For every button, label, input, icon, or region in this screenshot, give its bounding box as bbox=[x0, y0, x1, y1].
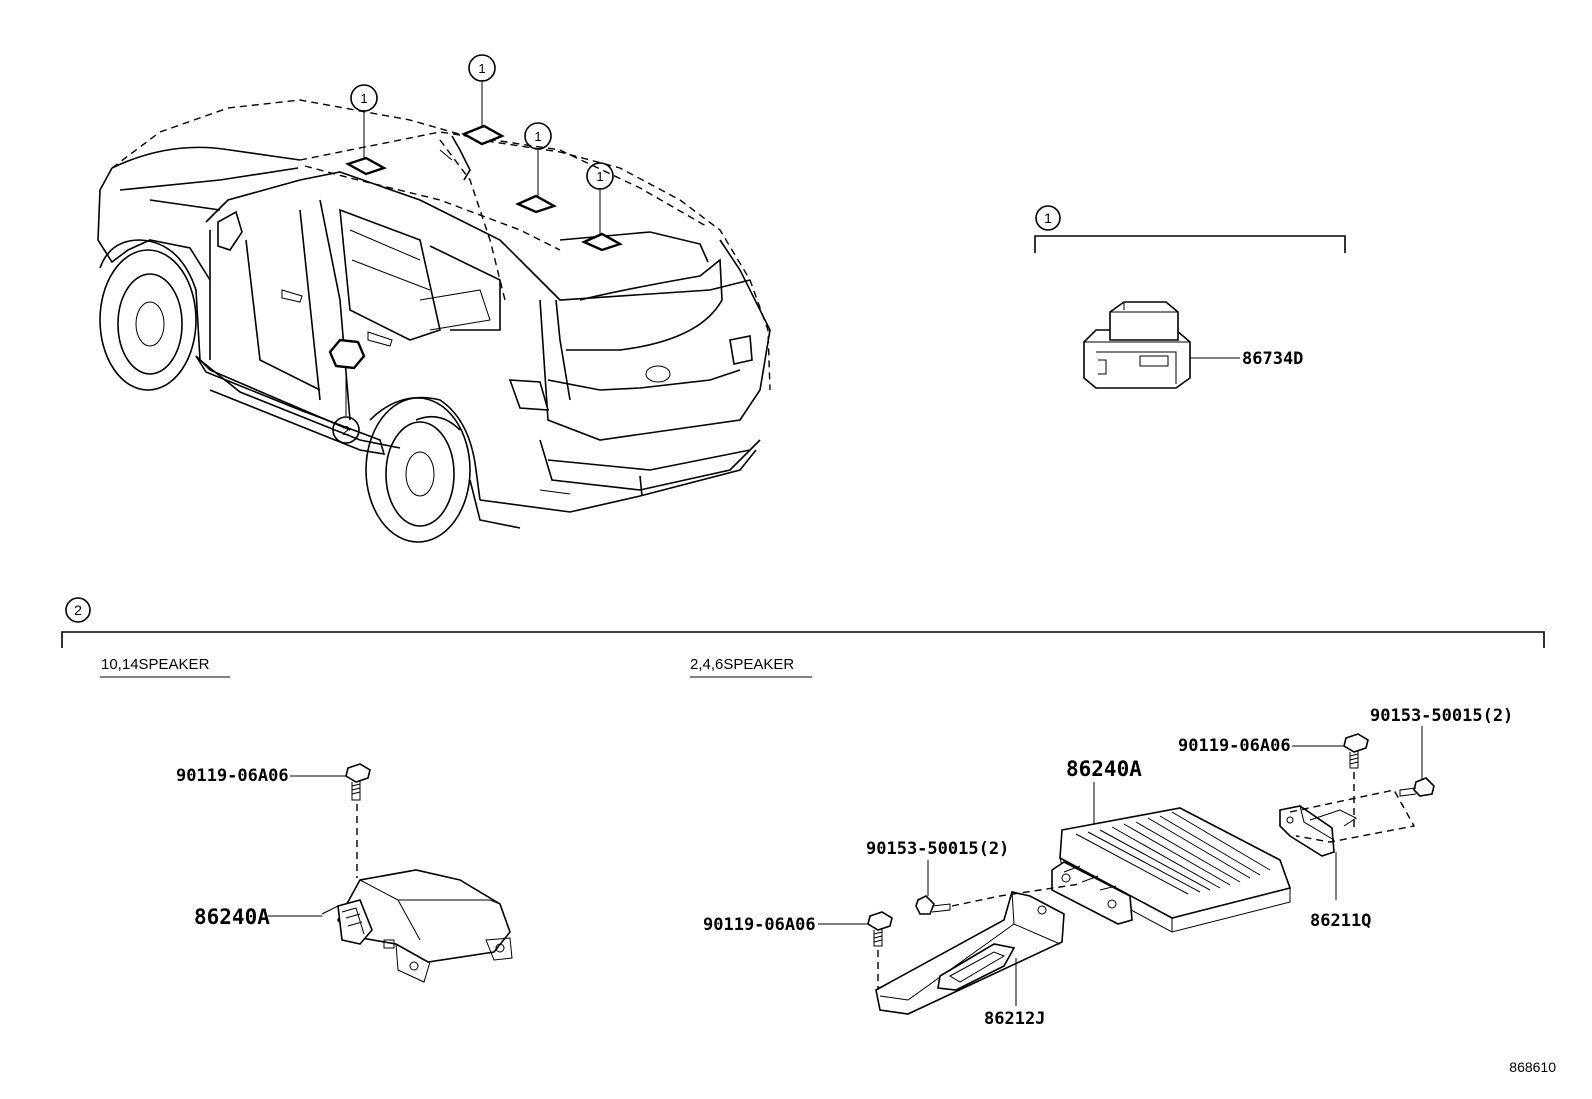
front-bracket-86212J bbox=[875, 891, 1065, 1015]
front-screw-90153-50015 bbox=[915, 883, 1081, 915]
left-bolt-part-number: 90119-06A06 bbox=[176, 766, 289, 786]
callout-1-d: 1 bbox=[586, 162, 614, 190]
rear-bracket-86211Q bbox=[1279, 789, 1416, 857]
rear-screw-part-number: 90153-50015(2) bbox=[1370, 706, 1513, 726]
vehicle-illustration bbox=[97, 99, 771, 543]
callout-1-c: 1 bbox=[524, 122, 552, 150]
section-1-group: 1 bbox=[1034, 205, 1346, 253]
diagram-number: 868610 bbox=[1509, 1059, 1556, 1075]
section-1-callout: 1 bbox=[1044, 210, 1052, 226]
receiver-module-86734D bbox=[1083, 301, 1240, 389]
rear-screw-90153-50015 bbox=[1399, 777, 1435, 797]
left-amplifier-part-number: 86240A bbox=[194, 905, 270, 929]
svg-text:1: 1 bbox=[534, 129, 541, 144]
front-bracket-part-number: 86212J bbox=[984, 1009, 1045, 1029]
right-amplifier-86240A bbox=[1051, 807, 1292, 933]
heading-10-14-speaker: 10,14SPEAKER bbox=[101, 656, 210, 673]
callout-1-a: 1 bbox=[350, 84, 378, 112]
heading-2-4-6-speaker: 2,4,6SPEAKER bbox=[690, 656, 794, 673]
front-bolt-90119-06A06 bbox=[867, 911, 893, 990]
section-2-group: 2 bbox=[61, 597, 1545, 648]
section-2-callout: 2 bbox=[74, 602, 82, 618]
floor-amplifier-pad bbox=[328, 338, 366, 416]
callout-2-vehicle: 2 bbox=[332, 416, 360, 444]
front-bolt-part-number: 90119-06A06 bbox=[703, 915, 816, 935]
svg-text:2: 2 bbox=[342, 423, 349, 438]
part-number-86734D: 86734D bbox=[1242, 349, 1303, 369]
svg-text:1: 1 bbox=[478, 61, 485, 76]
left-amplifier-86240A bbox=[321, 869, 513, 983]
callout-1-b: 1 bbox=[468, 54, 496, 82]
rear-bolt-part-number: 90119-06A06 bbox=[1178, 736, 1291, 756]
roof-speaker-pad-2 bbox=[461, 80, 505, 146]
svg-text:1: 1 bbox=[596, 169, 603, 184]
roof-speaker-pad-1 bbox=[345, 110, 387, 176]
rear-bolt-90119-06A06 bbox=[1343, 733, 1369, 830]
roof-speaker-pad-3 bbox=[515, 148, 557, 214]
svg-text:1: 1 bbox=[360, 91, 367, 106]
front-screw-part-number: 90153-50015(2) bbox=[866, 839, 1009, 859]
right-amplifier-part-number: 86240A bbox=[1066, 757, 1142, 781]
roof-speaker-pad-4 bbox=[581, 188, 623, 252]
left-bolt-90119-06A06 bbox=[345, 763, 371, 878]
rear-bracket-part-number: 86211Q bbox=[1310, 911, 1371, 931]
